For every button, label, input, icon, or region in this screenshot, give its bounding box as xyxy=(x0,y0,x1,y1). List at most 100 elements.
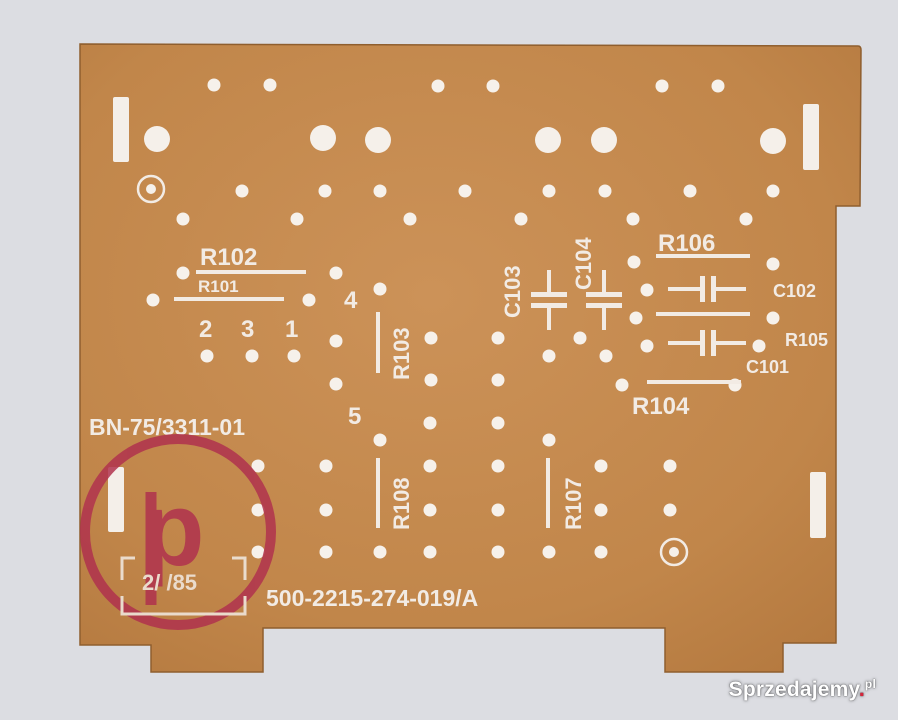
solder-hole xyxy=(424,373,438,387)
pcb-board xyxy=(79,43,862,673)
solder-hole xyxy=(573,331,587,345)
solder-hole xyxy=(302,293,316,307)
label-r104: R104 xyxy=(632,393,690,420)
solder-hole xyxy=(766,311,780,325)
watermark-tld: pl xyxy=(864,677,876,691)
solder-hole xyxy=(207,78,221,92)
solder-hole xyxy=(491,331,505,345)
solder-hole xyxy=(627,255,641,269)
solder-hole xyxy=(739,212,753,226)
solder-hole xyxy=(594,503,608,517)
solder-hole xyxy=(373,545,387,559)
fiducial-rings xyxy=(136,174,689,567)
label-r101: R101 xyxy=(198,277,239,296)
solder-hole xyxy=(176,266,190,280)
watermark-dot: . xyxy=(858,678,865,701)
label-r107: R107 xyxy=(561,477,586,530)
label-c102: C102 xyxy=(773,281,816,301)
solder-hole xyxy=(491,459,505,473)
solder-hole xyxy=(663,459,677,473)
solder-hole xyxy=(711,79,725,93)
solder-hole xyxy=(542,349,556,363)
solder-hole xyxy=(594,459,608,473)
solder-hole xyxy=(251,503,265,517)
solder-hole xyxy=(251,545,265,559)
label-c101: C101 xyxy=(746,357,789,377)
label-pin5: 5 xyxy=(348,403,361,430)
label-pin2: 2 xyxy=(199,316,212,343)
silkscreen-text: R102 R101 2 3 1 4 5 R103 R108 R107 C103 … xyxy=(89,230,828,611)
label-pin3: 3 xyxy=(241,316,254,343)
solder-hole xyxy=(329,334,343,348)
solder-hole xyxy=(251,459,265,473)
solder-hole xyxy=(599,349,613,363)
solder-hole xyxy=(542,184,556,198)
solder-hole xyxy=(629,311,643,325)
solder-hole xyxy=(431,79,445,93)
solder-hole xyxy=(542,433,556,447)
solder-hole xyxy=(491,545,505,559)
solder-holes xyxy=(146,78,780,559)
solder-hole xyxy=(626,212,640,226)
silkscreen-lines xyxy=(174,254,750,528)
solder-hole xyxy=(319,545,333,559)
solder-hole xyxy=(423,503,437,517)
solder-hole xyxy=(683,184,697,198)
solder-hole xyxy=(594,545,608,559)
label-r105: R105 xyxy=(785,330,828,350)
solder-hole xyxy=(318,184,332,198)
solder-hole xyxy=(373,282,387,296)
stamp-date: 2/ /85 xyxy=(142,570,197,595)
solder-hole xyxy=(176,212,190,226)
label-pin4: 4 xyxy=(344,287,358,314)
mounting-slots xyxy=(108,97,826,538)
solder-hole xyxy=(491,503,505,517)
label-r103: R103 xyxy=(389,327,414,380)
solder-hole xyxy=(766,184,780,198)
label-r106: R106 xyxy=(658,230,715,257)
solder-hole xyxy=(423,545,437,559)
solder-hole xyxy=(424,331,438,345)
solder-hole xyxy=(373,184,387,198)
large-holes xyxy=(144,125,786,154)
solder-hole xyxy=(615,378,629,392)
solder-hole xyxy=(319,459,333,473)
solder-hole xyxy=(146,293,160,307)
solder-hole xyxy=(235,184,249,198)
solder-hole xyxy=(287,349,301,363)
watermark-text: Sprzedajemy xyxy=(728,678,859,701)
solder-hole xyxy=(403,212,417,226)
solder-hole xyxy=(655,79,669,93)
label-r102: R102 xyxy=(200,244,257,271)
serial-number: 500-2215-274-019/A xyxy=(266,585,478,611)
solder-hole xyxy=(423,459,437,473)
solder-hole xyxy=(319,503,333,517)
solder-hole xyxy=(542,545,556,559)
fiducial-centers xyxy=(146,184,679,557)
solder-hole xyxy=(245,349,259,363)
solder-hole xyxy=(491,416,505,430)
solder-hole xyxy=(640,339,654,353)
label-c104: C104 xyxy=(571,237,596,290)
solder-hole xyxy=(329,377,343,391)
solder-hole xyxy=(514,212,528,226)
label-pin1: 1 xyxy=(285,316,298,343)
solder-hole xyxy=(290,212,304,226)
solder-hole xyxy=(766,257,780,271)
solder-hole xyxy=(423,416,437,430)
solder-hole xyxy=(373,433,387,447)
solder-hole xyxy=(486,79,500,93)
quality-stamp: p 2/ /85 xyxy=(80,434,276,630)
solder-hole xyxy=(640,283,654,297)
label-r108: R108 xyxy=(389,477,414,530)
watermark: Sprzedajemy.pl xyxy=(729,677,876,702)
solder-hole xyxy=(752,339,766,353)
stamp-letter: p xyxy=(141,472,205,588)
solder-hole xyxy=(458,184,472,198)
solder-hole xyxy=(200,349,214,363)
solder-hole xyxy=(663,503,677,517)
solder-hole xyxy=(329,266,343,280)
solder-hole xyxy=(263,78,277,92)
solder-hole xyxy=(598,184,612,198)
